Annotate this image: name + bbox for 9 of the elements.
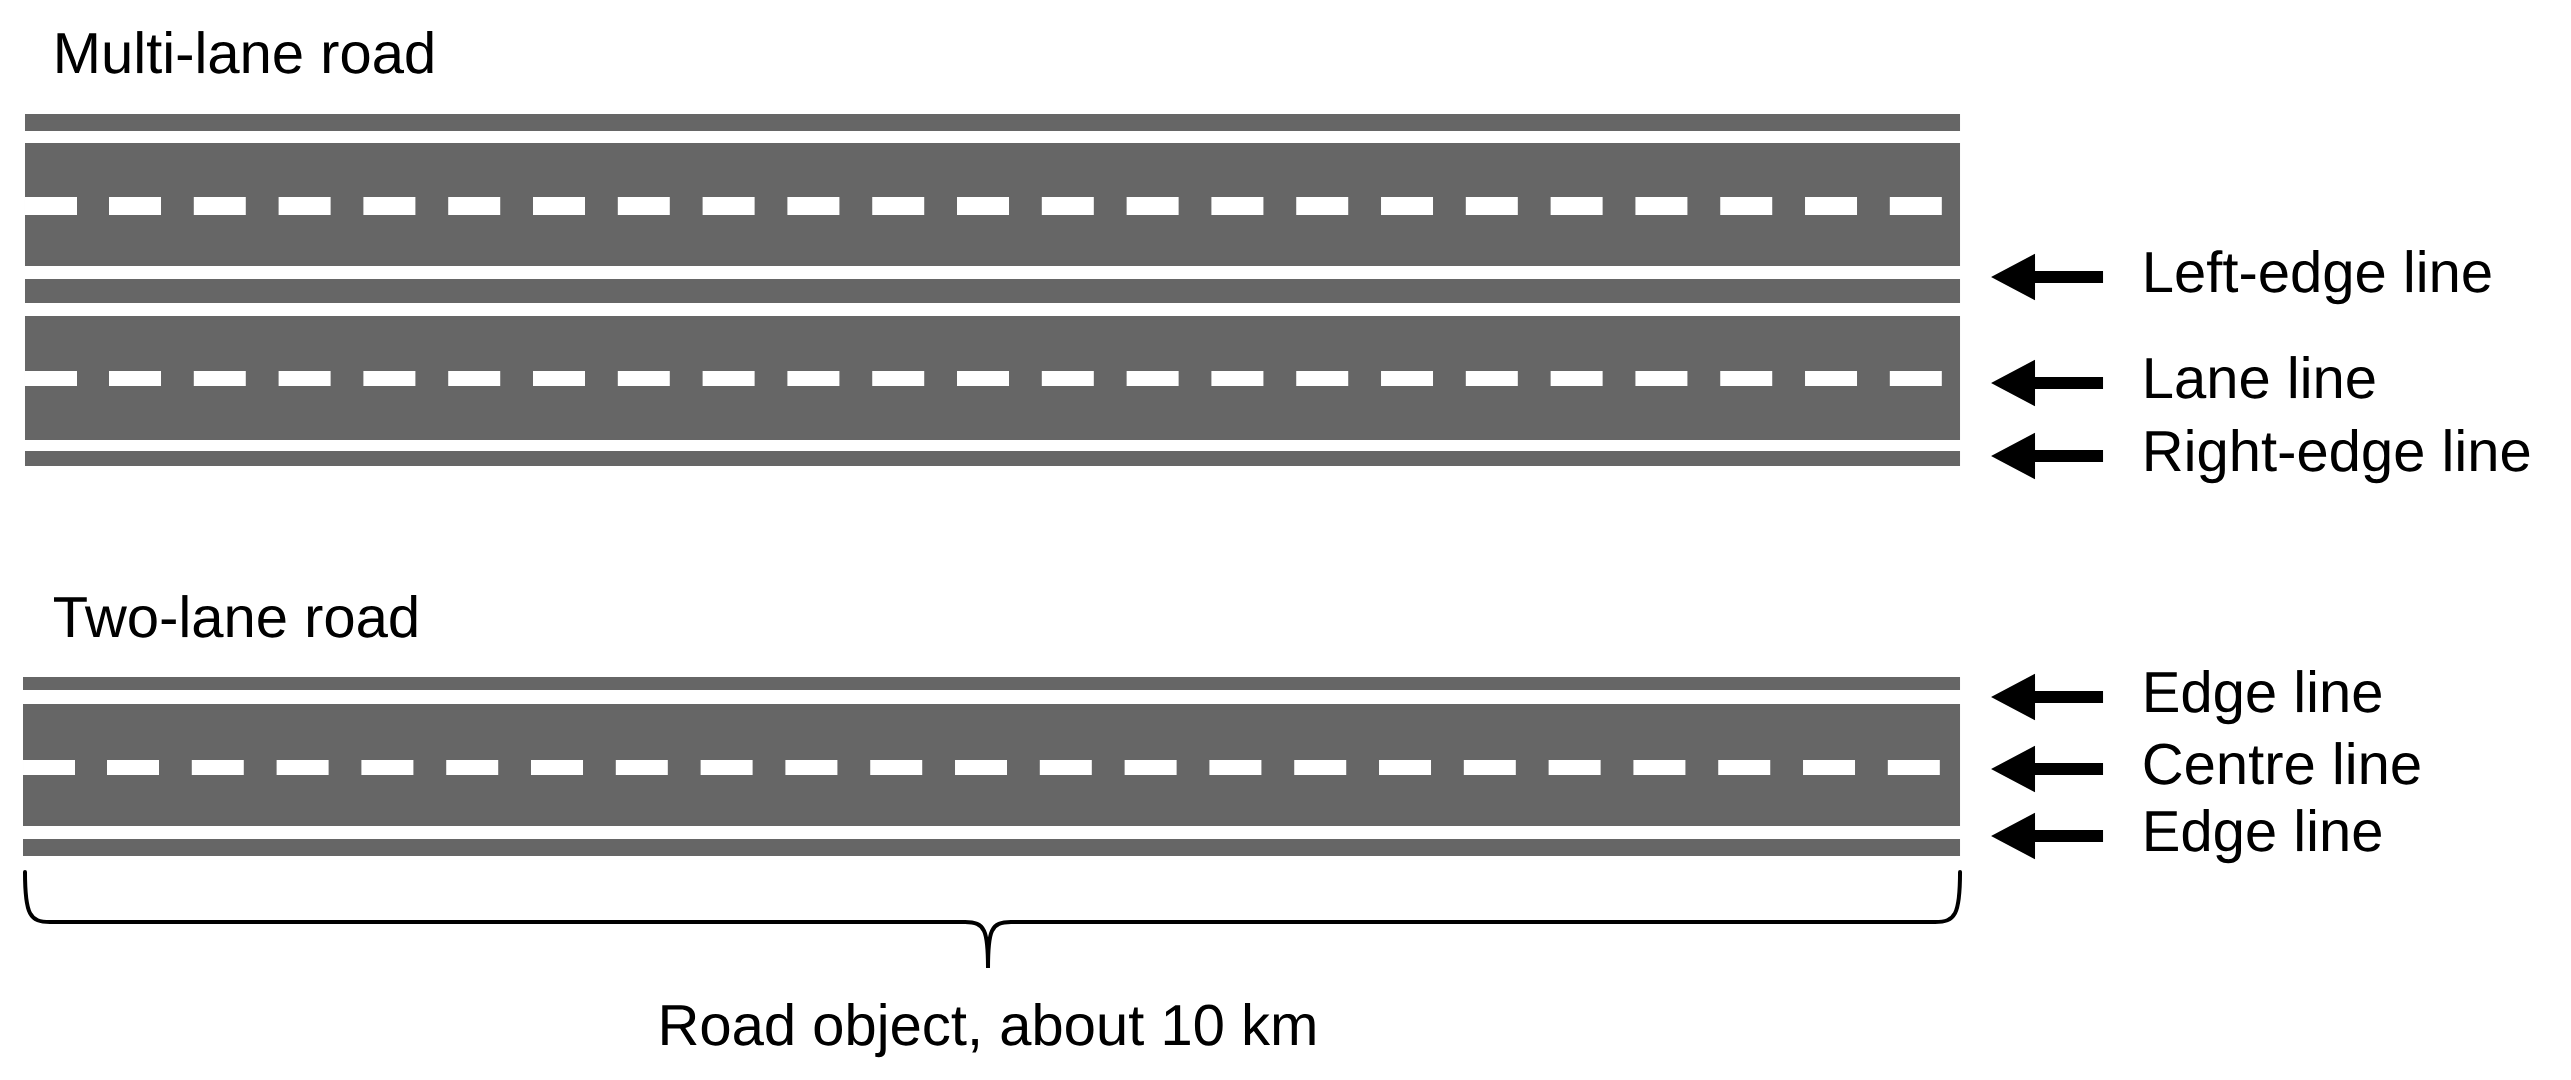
annotation-text: Edge line	[2146, 809, 2381, 864]
annotation-text: Edge line	[2146, 670, 2381, 725]
annotation-text: Lane line	[2146, 356, 2375, 399]
road-title: Two-lane road	[54, 595, 417, 638]
annotation-text: Centre line	[2144, 742, 2420, 785]
road-title: Multi-lane road	[57, 31, 433, 74]
annotation-text: Right-edge line	[2146, 429, 2530, 484]
dimension-label: Road object, about 10 km	[662, 1003, 1315, 1058]
annotation-text: Left-edge line	[2146, 250, 2491, 305]
